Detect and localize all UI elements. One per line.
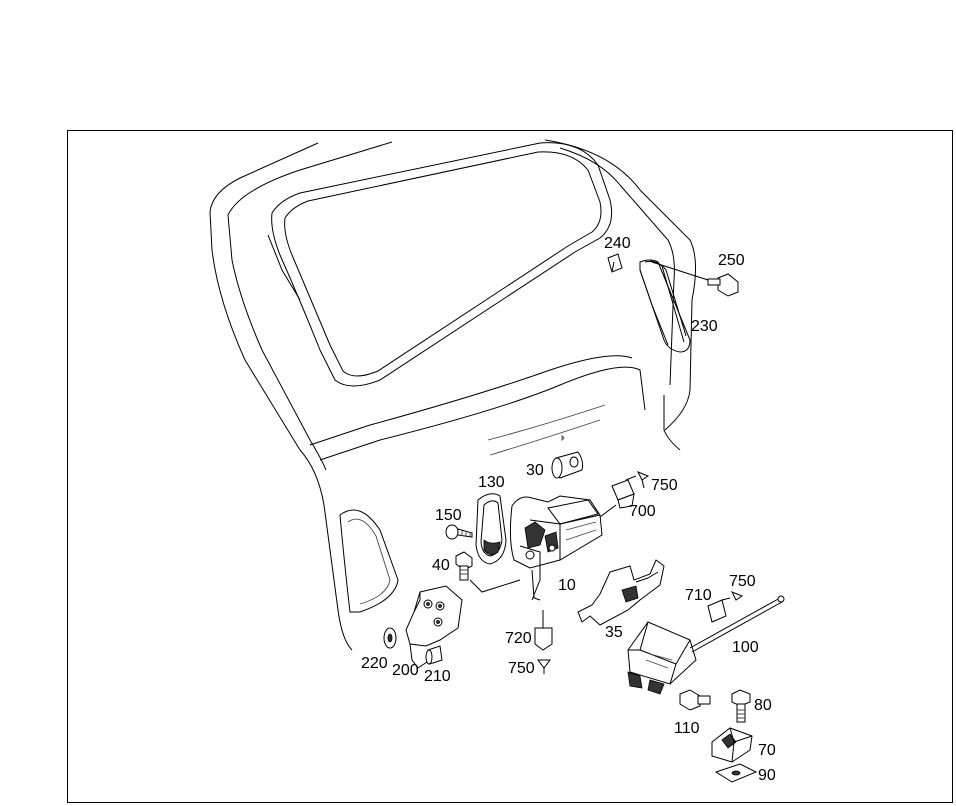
part-250-bolt bbox=[707, 273, 739, 297]
part-30-lock-cylinder bbox=[551, 434, 583, 479]
part-700-connector bbox=[611, 475, 637, 509]
part-100-actuator bbox=[627, 595, 785, 695]
part-750-pin-c bbox=[537, 659, 551, 674]
callout-700: 700 bbox=[629, 503, 656, 520]
callout-80: 80 bbox=[754, 697, 772, 714]
callout-710: 710 bbox=[685, 587, 712, 604]
callout-210: 210 bbox=[424, 668, 451, 685]
callout-labels: 240 250 230 30 130 750 700 150 40 10 750… bbox=[361, 235, 776, 784]
callout-720: 720 bbox=[505, 630, 532, 647]
callout-70: 70 bbox=[758, 742, 776, 759]
callout-220: 220 bbox=[361, 655, 388, 672]
part-80-bolt bbox=[731, 689, 751, 723]
part-240-clip bbox=[607, 253, 623, 273]
callout-35: 35 bbox=[605, 624, 623, 641]
callout-150: 150 bbox=[435, 507, 462, 524]
part-110-bolt bbox=[679, 689, 711, 711]
callout-200: 200 bbox=[392, 662, 419, 679]
callout-750-top: 750 bbox=[651, 477, 678, 494]
part-750-pin-a bbox=[636, 471, 650, 489]
part-35-bracket bbox=[577, 559, 665, 626]
part-40-bolt bbox=[455, 551, 521, 593]
callout-30: 30 bbox=[526, 462, 544, 479]
part-10-lock-assembly bbox=[509, 495, 617, 601]
callout-110: 110 bbox=[674, 720, 700, 737]
callout-240: 240 bbox=[604, 235, 631, 252]
callout-130: 130 bbox=[478, 474, 505, 491]
part-720-connector bbox=[534, 610, 553, 651]
part-210-bushing bbox=[425, 645, 443, 665]
part-90-shim bbox=[714, 763, 758, 783]
part-200-striker bbox=[405, 585, 463, 669]
diagram-frame bbox=[67, 130, 953, 803]
callout-230: 230 bbox=[691, 318, 718, 335]
callout-90: 90 bbox=[758, 767, 776, 784]
part-70-mount-block bbox=[711, 727, 753, 763]
part-230-cable bbox=[639, 259, 709, 353]
callout-10: 10 bbox=[558, 577, 576, 594]
part-150-screw bbox=[445, 524, 473, 540]
callout-40: 40 bbox=[432, 557, 450, 574]
part-220-grommet bbox=[383, 627, 397, 649]
part-710-connector bbox=[707, 597, 731, 623]
part-130-handle-frame bbox=[475, 493, 507, 565]
callout-750-bottom: 750 bbox=[508, 660, 535, 677]
callout-750-right: 750 bbox=[729, 573, 756, 590]
callout-100: 100 bbox=[732, 639, 759, 656]
part-750-pin-b bbox=[730, 591, 744, 601]
callout-250: 250 bbox=[718, 252, 745, 269]
